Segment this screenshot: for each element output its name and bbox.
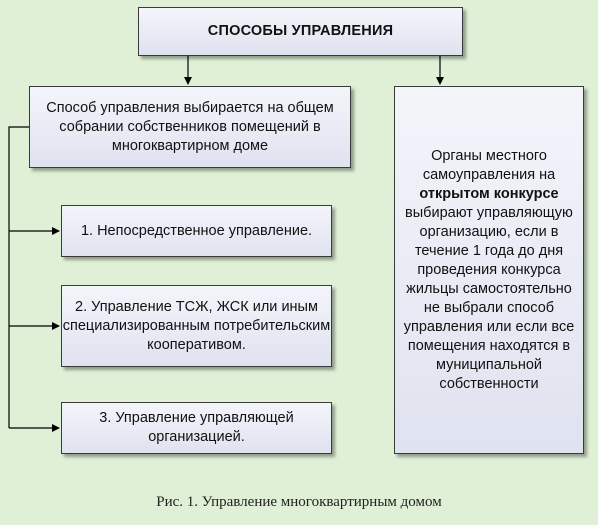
option-box-1: 1. Непосредственное управление. [61,205,332,257]
option-box-2: 2. Управление ТСЖ, ЖСК или иным специали… [61,285,332,367]
selection-method-text: Способ управления выбирается на общем со… [46,99,334,154]
local-government-text: Органы местного самоуправления на открыт… [403,147,575,394]
option-label-3: 3. Управление управляющей организацией. [99,410,294,445]
open-contest-bold: открытом конкурсе [419,185,559,202]
title-box: СПОСОБЫ УПРАВЛЕНИЯ [138,7,463,56]
local-government-text-before: Органы местного самоуправления на [422,147,556,183]
option-box-3: 3. Управление управляющей организацией. [61,402,332,454]
local-government-text-after: выбирают управляющую организацию, если в… [403,204,575,392]
selection-method-box: Способ управления выбирается на общем со… [29,86,351,168]
option-label-1: 1. Непосредственное управление. [80,222,313,239]
figure-caption: Рис. 1. Управление многоквартирным домом [156,494,442,510]
title-text: СПОСОБЫ УПРАВЛЕНИЯ [207,23,394,39]
bracket-line [8,126,29,428]
option-label-2: 2. Управление ТСЖ, ЖСК или иным специали… [62,298,331,353]
local-government-box: Органы местного самоуправления на открыт… [394,86,584,454]
